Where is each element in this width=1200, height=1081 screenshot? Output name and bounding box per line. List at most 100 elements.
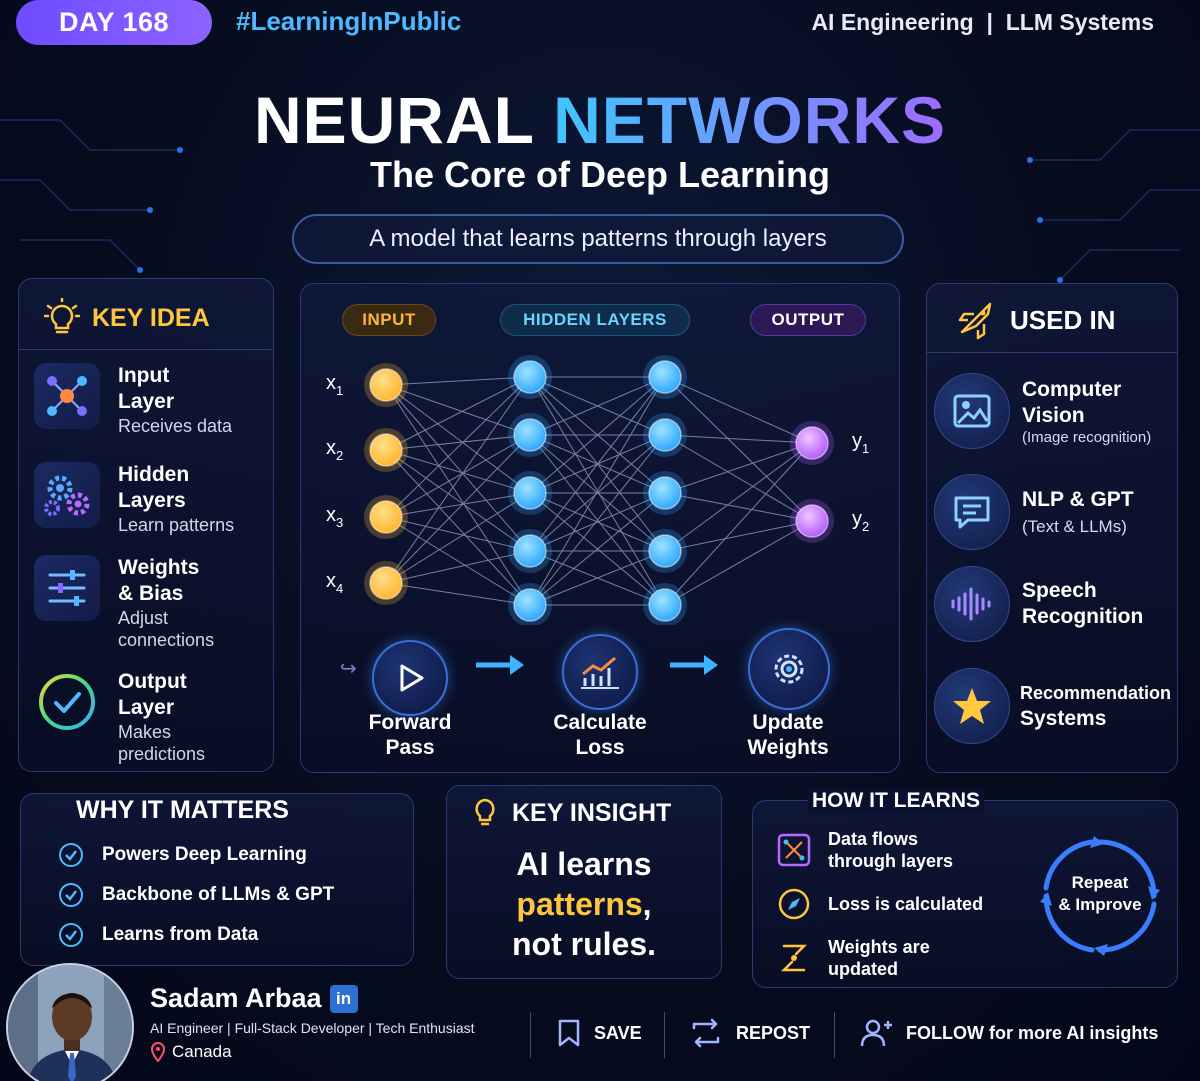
used-in-item: Recommendation Systems <box>934 668 1171 744</box>
play-icon <box>400 664 424 692</box>
connection-line <box>385 434 531 451</box>
waveform-icon <box>934 566 1010 642</box>
how-it-learns-panel <box>752 800 1178 988</box>
connection-line <box>385 376 531 386</box>
connection-line <box>664 492 813 522</box>
cycle-arrows-icon <box>1040 836 1160 956</box>
linkedin-icon[interactable]: in <box>329 984 358 1013</box>
item-title: Speech <box>1022 579 1097 602</box>
item-title: Output <box>118 670 187 693</box>
item-desc: Learn patterns <box>118 515 235 535</box>
gears-icon <box>34 462 100 528</box>
connection-line <box>385 449 531 494</box>
loop-arrow-icon: ↪ <box>340 658 357 680</box>
connection-line <box>385 449 531 606</box>
key-idea-item: Input Layer Receives data <box>34 363 232 437</box>
output-label: y1 <box>852 430 869 456</box>
key-idea-item: Output Layer Makes predictions <box>34 669 205 765</box>
key-insight-text: AI learns patterns, not rules. <box>511 846 656 962</box>
repost-button[interactable]: REPOST <box>688 1018 810 1048</box>
compass-icon <box>778 888 810 920</box>
item-title: Weights <box>118 556 200 579</box>
footer-divider <box>530 1012 531 1058</box>
connection-line <box>385 376 531 518</box>
item-title: Layer <box>118 696 175 719</box>
output-label: y2 <box>852 508 869 534</box>
hidden-neuron <box>648 588 682 622</box>
item-title: NLP & GPT <box>1022 488 1134 511</box>
footer-divider <box>664 1012 665 1058</box>
connection-line <box>664 442 813 606</box>
hidden-neuron <box>513 360 547 394</box>
rocket-icon <box>958 302 992 340</box>
input-neuron <box>369 368 403 402</box>
save-button[interactable]: SAVE <box>556 1018 642 1048</box>
check-circle-icon <box>59 883 83 907</box>
item-desc: (Image recognition) <box>1022 428 1152 446</box>
author-name: Sadam Arbaa in <box>150 983 358 1014</box>
hidden-neuron <box>513 476 547 510</box>
page-subtitle: The Core of Deep Learning <box>369 154 831 195</box>
connection-line <box>385 434 531 518</box>
item-desc: Receives data <box>118 416 233 436</box>
connection-line <box>385 376 531 584</box>
arrow-icon <box>668 652 720 683</box>
connection-line <box>385 492 531 584</box>
checkmark-icon <box>34 669 100 735</box>
repost-icon <box>692 1018 720 1048</box>
connection-line <box>529 492 666 552</box>
item-title: Recommendation <box>1020 683 1172 703</box>
why-it-matters-heading: WHY IT MATTERS <box>76 796 289 824</box>
key-idea-divider <box>18 349 274 350</box>
update-icon <box>780 944 808 972</box>
list-item: Loss is calculated <box>776 886 983 922</box>
connection-line <box>664 434 813 522</box>
check-circle-icon <box>59 843 83 867</box>
hidden-neuron <box>648 418 682 452</box>
sliders-icon <box>34 555 100 621</box>
input-neuron <box>369 566 403 600</box>
connection-line <box>385 384 531 606</box>
hidden-neuron <box>648 360 682 394</box>
repeat-cycle: Repeat & Improve <box>1038 834 1162 958</box>
follow-button[interactable]: FOLLOW for more AI insights <box>860 1018 1158 1048</box>
used-in-item: Speech Recognition <box>934 566 1143 642</box>
item-title: Input <box>118 364 170 387</box>
connection-line <box>385 434 531 584</box>
chat-icon <box>934 474 1010 550</box>
used-in-divider <box>926 352 1178 353</box>
item-title: Vision <box>1022 403 1085 427</box>
flow-icon <box>777 833 811 867</box>
key-idea-item: Hidden Layers Learn patterns <box>34 462 234 536</box>
list-item: Powers Deep Learning <box>58 842 334 868</box>
item-desc: connections <box>118 630 215 650</box>
connection-line <box>529 492 666 606</box>
item-title: & Bias <box>118 582 184 605</box>
input-layer-label: INPUT <box>342 304 436 336</box>
connection-line <box>529 376 666 436</box>
key-idea-heading: KEY IDEA <box>44 298 210 338</box>
item-desc: Adjust <box>118 608 169 628</box>
connection-line <box>385 516 531 606</box>
hidden-neuron <box>513 534 547 568</box>
list-item: Backbone of LLMs & GPT <box>58 882 334 908</box>
item-desc: Makes <box>118 722 172 742</box>
output-neuron <box>795 426 829 460</box>
title-part-1: NEURAL <box>253 83 534 157</box>
network-nodes-icon <box>34 363 100 429</box>
connection-line <box>385 492 531 518</box>
connection-line <box>385 582 531 606</box>
item-desc: predictions <box>118 744 206 764</box>
forward-pass-step <box>372 640 448 716</box>
used-in-item: NLP & GPT (Text & LLMs) <box>934 474 1134 550</box>
connection-line <box>385 449 531 552</box>
gear-icon <box>774 654 804 684</box>
input-neuron <box>369 433 403 467</box>
key-idea-item: Weights & Bias Adjust connections <box>34 555 214 651</box>
item-title: Layer <box>118 390 175 413</box>
